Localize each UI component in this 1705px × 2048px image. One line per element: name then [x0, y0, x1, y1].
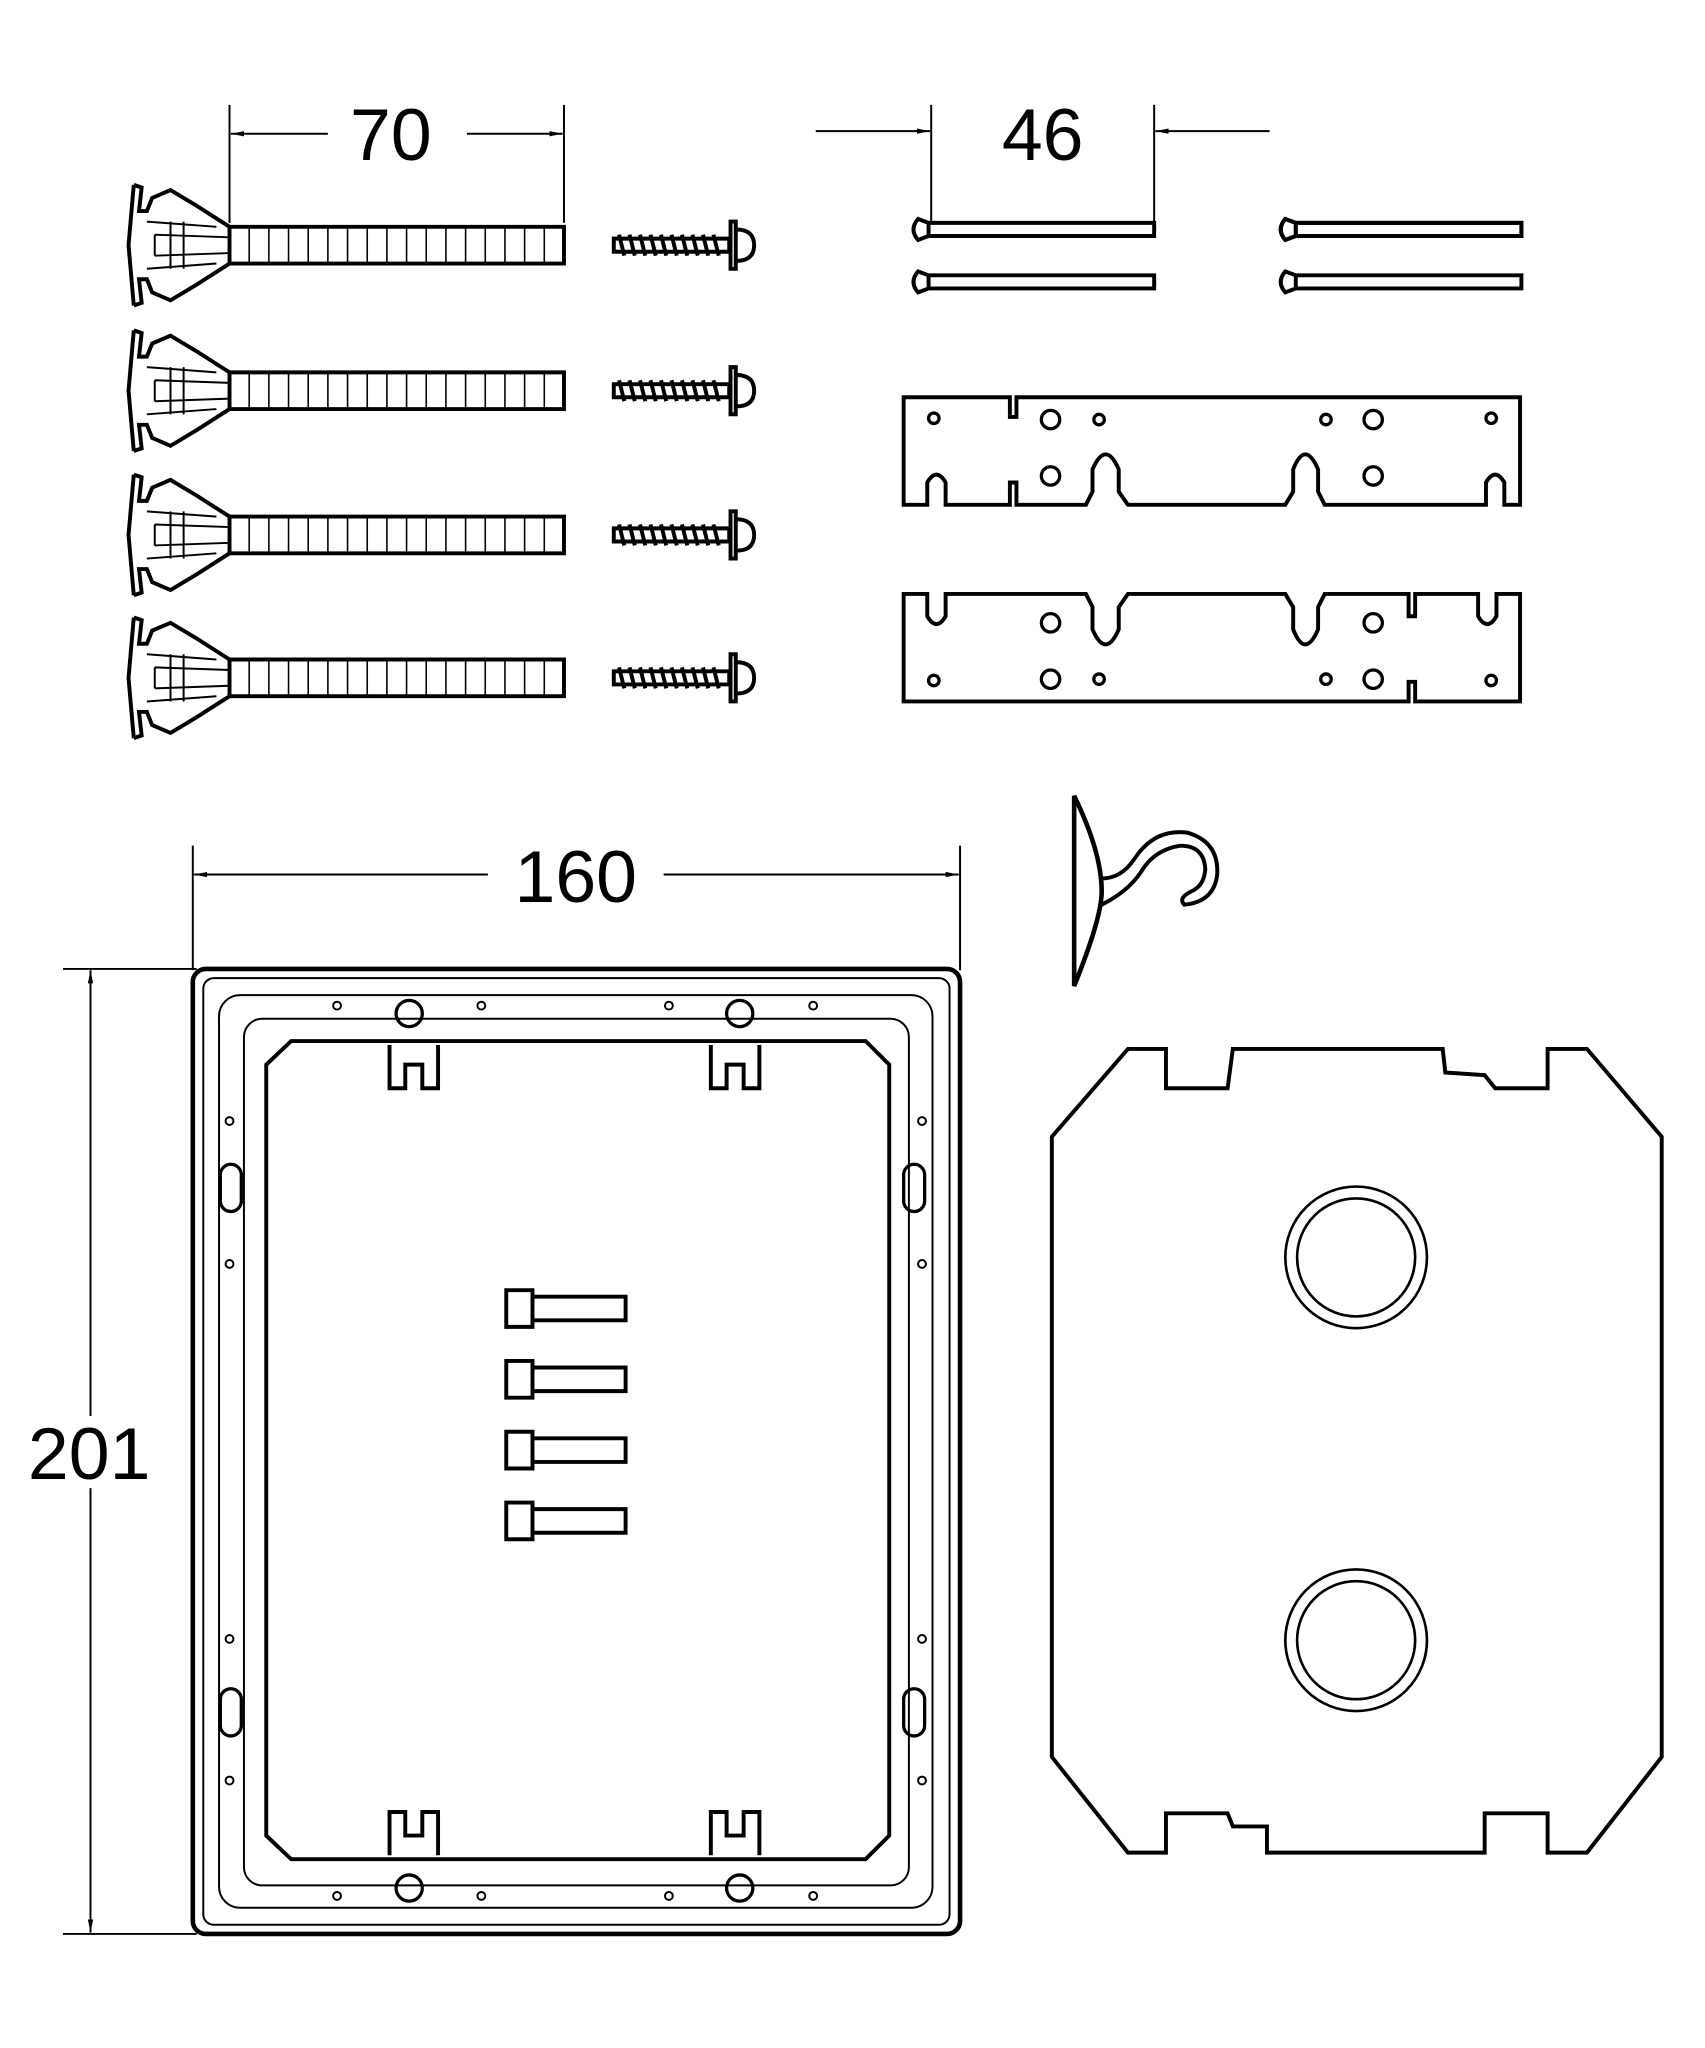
dimension-46: 46	[815, 94, 1270, 223]
dimension-201: 201	[28, 967, 197, 1935]
suction-hook	[1071, 794, 1220, 987]
mounting-bracket-bottom	[901, 591, 1523, 704]
wall-anchors	[126, 182, 566, 741]
mounting-bracket-top	[901, 395, 1523, 507]
dimension-46-label: 46	[1002, 94, 1084, 176]
cap-screws	[504, 1288, 628, 1542]
dimension-160-label: 160	[514, 836, 637, 918]
dimension-201-label: 201	[28, 1413, 151, 1495]
screws-with-washers	[611, 219, 757, 704]
long-screws	[911, 216, 1524, 295]
mounting-frame	[190, 966, 963, 1937]
dimension-160: 160	[191, 836, 962, 971]
gasket-plate	[1049, 1046, 1664, 1855]
dimension-70: 70	[228, 94, 565, 223]
dimension-70-label: 70	[350, 94, 432, 176]
